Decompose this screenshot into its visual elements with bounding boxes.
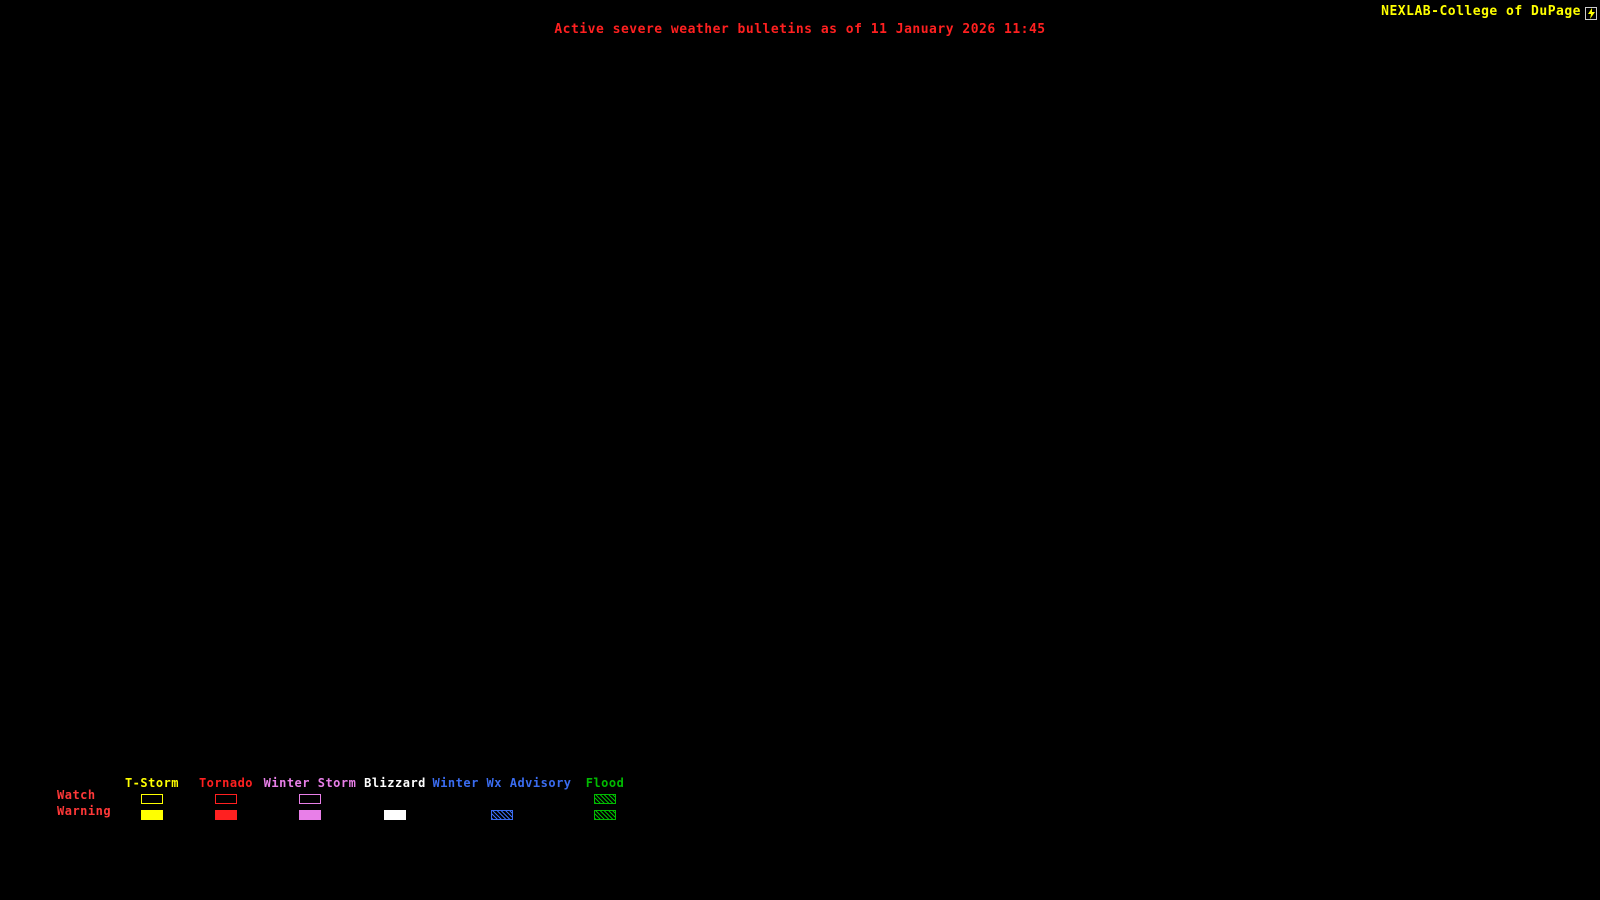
watch-swatch [215, 794, 237, 804]
warning-swatch [141, 810, 163, 820]
watch-swatch [141, 794, 163, 804]
warning-swatch [491, 810, 513, 820]
legend-category-blizzard: Blizzard [335, 776, 455, 826]
warning-swatch [299, 810, 321, 820]
watch-swatch [299, 794, 321, 804]
legend-category-tornado: Tornado [166, 776, 286, 826]
lightning-icon [1585, 5, 1597, 20]
watch-swatch [594, 794, 616, 804]
legend-category-label: Blizzard [364, 776, 426, 790]
legend-category-winter-wx-advisory: Winter Wx Advisory [432, 776, 572, 826]
warning-swatch [215, 810, 237, 820]
legend-category-tstorm: T-Storm [92, 776, 212, 826]
legend-category-label: Flood [585, 776, 625, 790]
legend-category-label: Tornado [198, 776, 254, 790]
brand-area: NEXLAB-College of DuPage [1381, 4, 1597, 20]
legend-category-winter-storm: Winter Storm [250, 776, 370, 826]
legend-category-label: Winter Storm [263, 776, 357, 790]
legend-row-label-warning: Warning [57, 804, 112, 818]
warning-swatch [384, 810, 406, 820]
warning-swatch [594, 810, 616, 820]
page-title: Active severe weather bulletins as of 11… [554, 22, 1046, 37]
legend-category-flood: Flood [545, 776, 665, 826]
legend-category-label: T-Storm [124, 776, 180, 790]
legend-category-label: Winter Wx Advisory [432, 776, 572, 790]
legend: Watch Warning T-Storm Tornado Winter Sto… [0, 775, 720, 830]
legend-row-label-watch: Watch [57, 788, 96, 802]
brand-text: NEXLAB-College of DuPage [1381, 4, 1581, 19]
